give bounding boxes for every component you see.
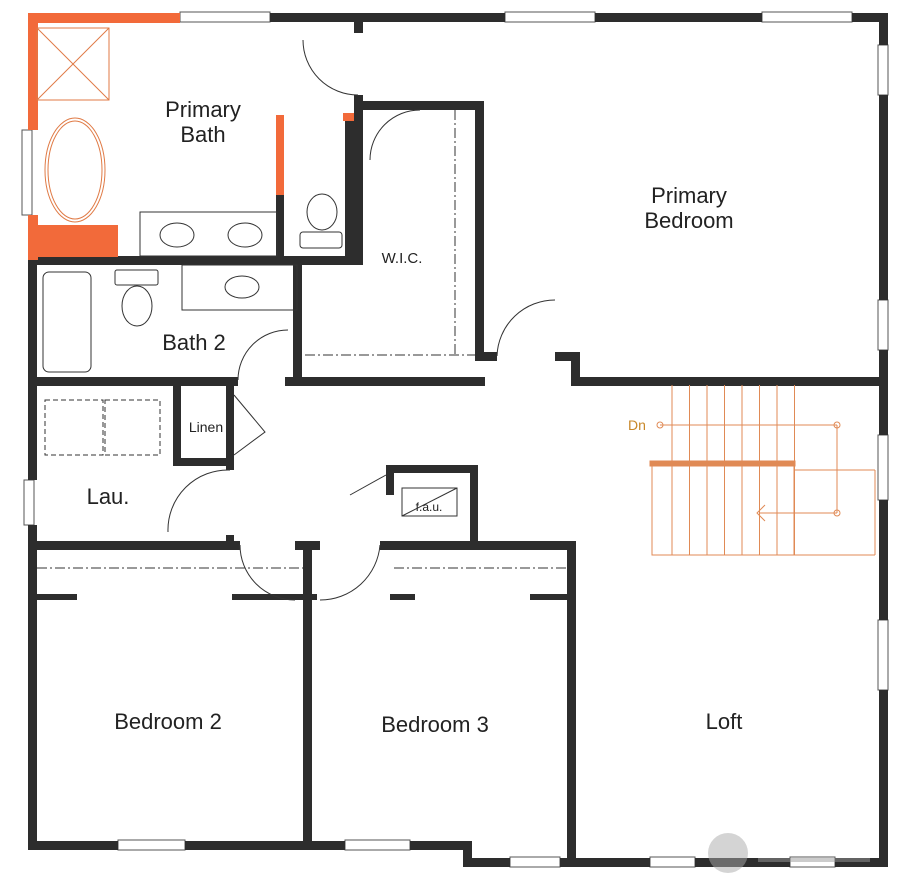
- fixtures: [36, 27, 567, 601]
- room-label-loft: Loft: [706, 709, 743, 734]
- walls: [28, 13, 888, 867]
- room-label-primary-bedroom: Primary: [651, 183, 727, 208]
- room-label-laundry: Lau.: [87, 484, 130, 509]
- room-label-bath-2: Bath 2: [162, 330, 226, 355]
- windows: [21, 11, 889, 868]
- highlight-walls: [28, 13, 354, 260]
- room-label-bedroom-2: Bedroom 2: [114, 709, 222, 734]
- room-label-linen: Linen: [189, 419, 223, 435]
- room-label-primary-bath: Bath: [180, 122, 225, 147]
- room-label-bedroom-3: Bedroom 3: [381, 712, 489, 737]
- room-labels: Primary Bath Primary Bedroom W.I.C. Bath…: [87, 97, 743, 737]
- room-label-wic: W.I.C.: [382, 250, 423, 267]
- watermark-logo: [708, 833, 870, 873]
- room-label-primary-bedroom: Bedroom: [644, 208, 733, 233]
- stairs-down-label: Dn: [628, 417, 646, 433]
- room-label-fau: f.a.u.: [416, 500, 443, 514]
- room-label-primary-bath: Primary: [165, 97, 241, 122]
- stairs: [649, 385, 876, 556]
